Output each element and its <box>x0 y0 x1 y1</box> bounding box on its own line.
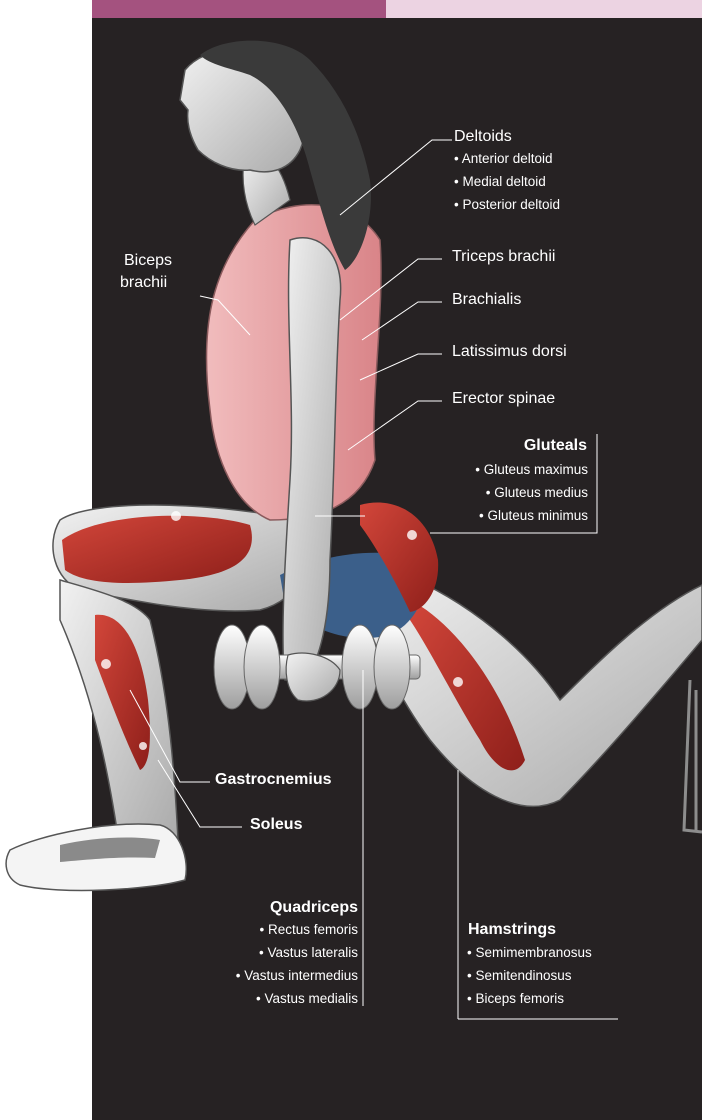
label-rectus-femoris: • Rectus femoris <box>259 922 358 937</box>
label-biceps-femoris: • Biceps femoris <box>467 991 564 1006</box>
label-vastus-intermedius: • Vastus intermedius <box>236 968 358 983</box>
label-quadriceps: Quadriceps <box>270 899 358 917</box>
label-anterior-deltoid: • Anterior deltoid <box>454 151 553 166</box>
label-deltoids: Deltoids <box>454 128 512 146</box>
label-biceps-line2: brachii <box>120 274 167 292</box>
label-hamstrings: Hamstrings <box>468 921 556 939</box>
label-semimembranosus: • Semimembranosus <box>467 945 592 960</box>
label-brachialis: Brachialis <box>452 291 521 309</box>
bench-outline <box>684 680 702 832</box>
label-biceps-line1: Biceps <box>124 252 172 270</box>
label-gluteals: Gluteals <box>524 437 587 455</box>
label-semitendinosus: • Semitendinosus <box>467 968 572 983</box>
label-vastus-lateralis: • Vastus lateralis <box>259 945 358 960</box>
label-posterior-deltoid: • Posterior deltoid <box>454 197 560 212</box>
label-gastrocnemius: Gastrocnemius <box>215 771 331 789</box>
label-triceps-brachii: Triceps brachii <box>452 248 555 266</box>
label-erector-spinae: Erector spinae <box>452 390 555 408</box>
label-gluteus-maximus: • Gluteus maximus <box>475 462 588 477</box>
label-gluteus-medius: • Gluteus medius <box>486 485 588 500</box>
label-vastus-medialis: • Vastus medialis <box>256 991 358 1006</box>
label-medial-deltoid: • Medial deltoid <box>454 174 546 189</box>
label-gluteus-minimus: • Gluteus minimus <box>479 508 588 523</box>
label-latissimus-dorsi: Latissimus dorsi <box>452 343 567 361</box>
label-soleus: Soleus <box>250 816 302 834</box>
